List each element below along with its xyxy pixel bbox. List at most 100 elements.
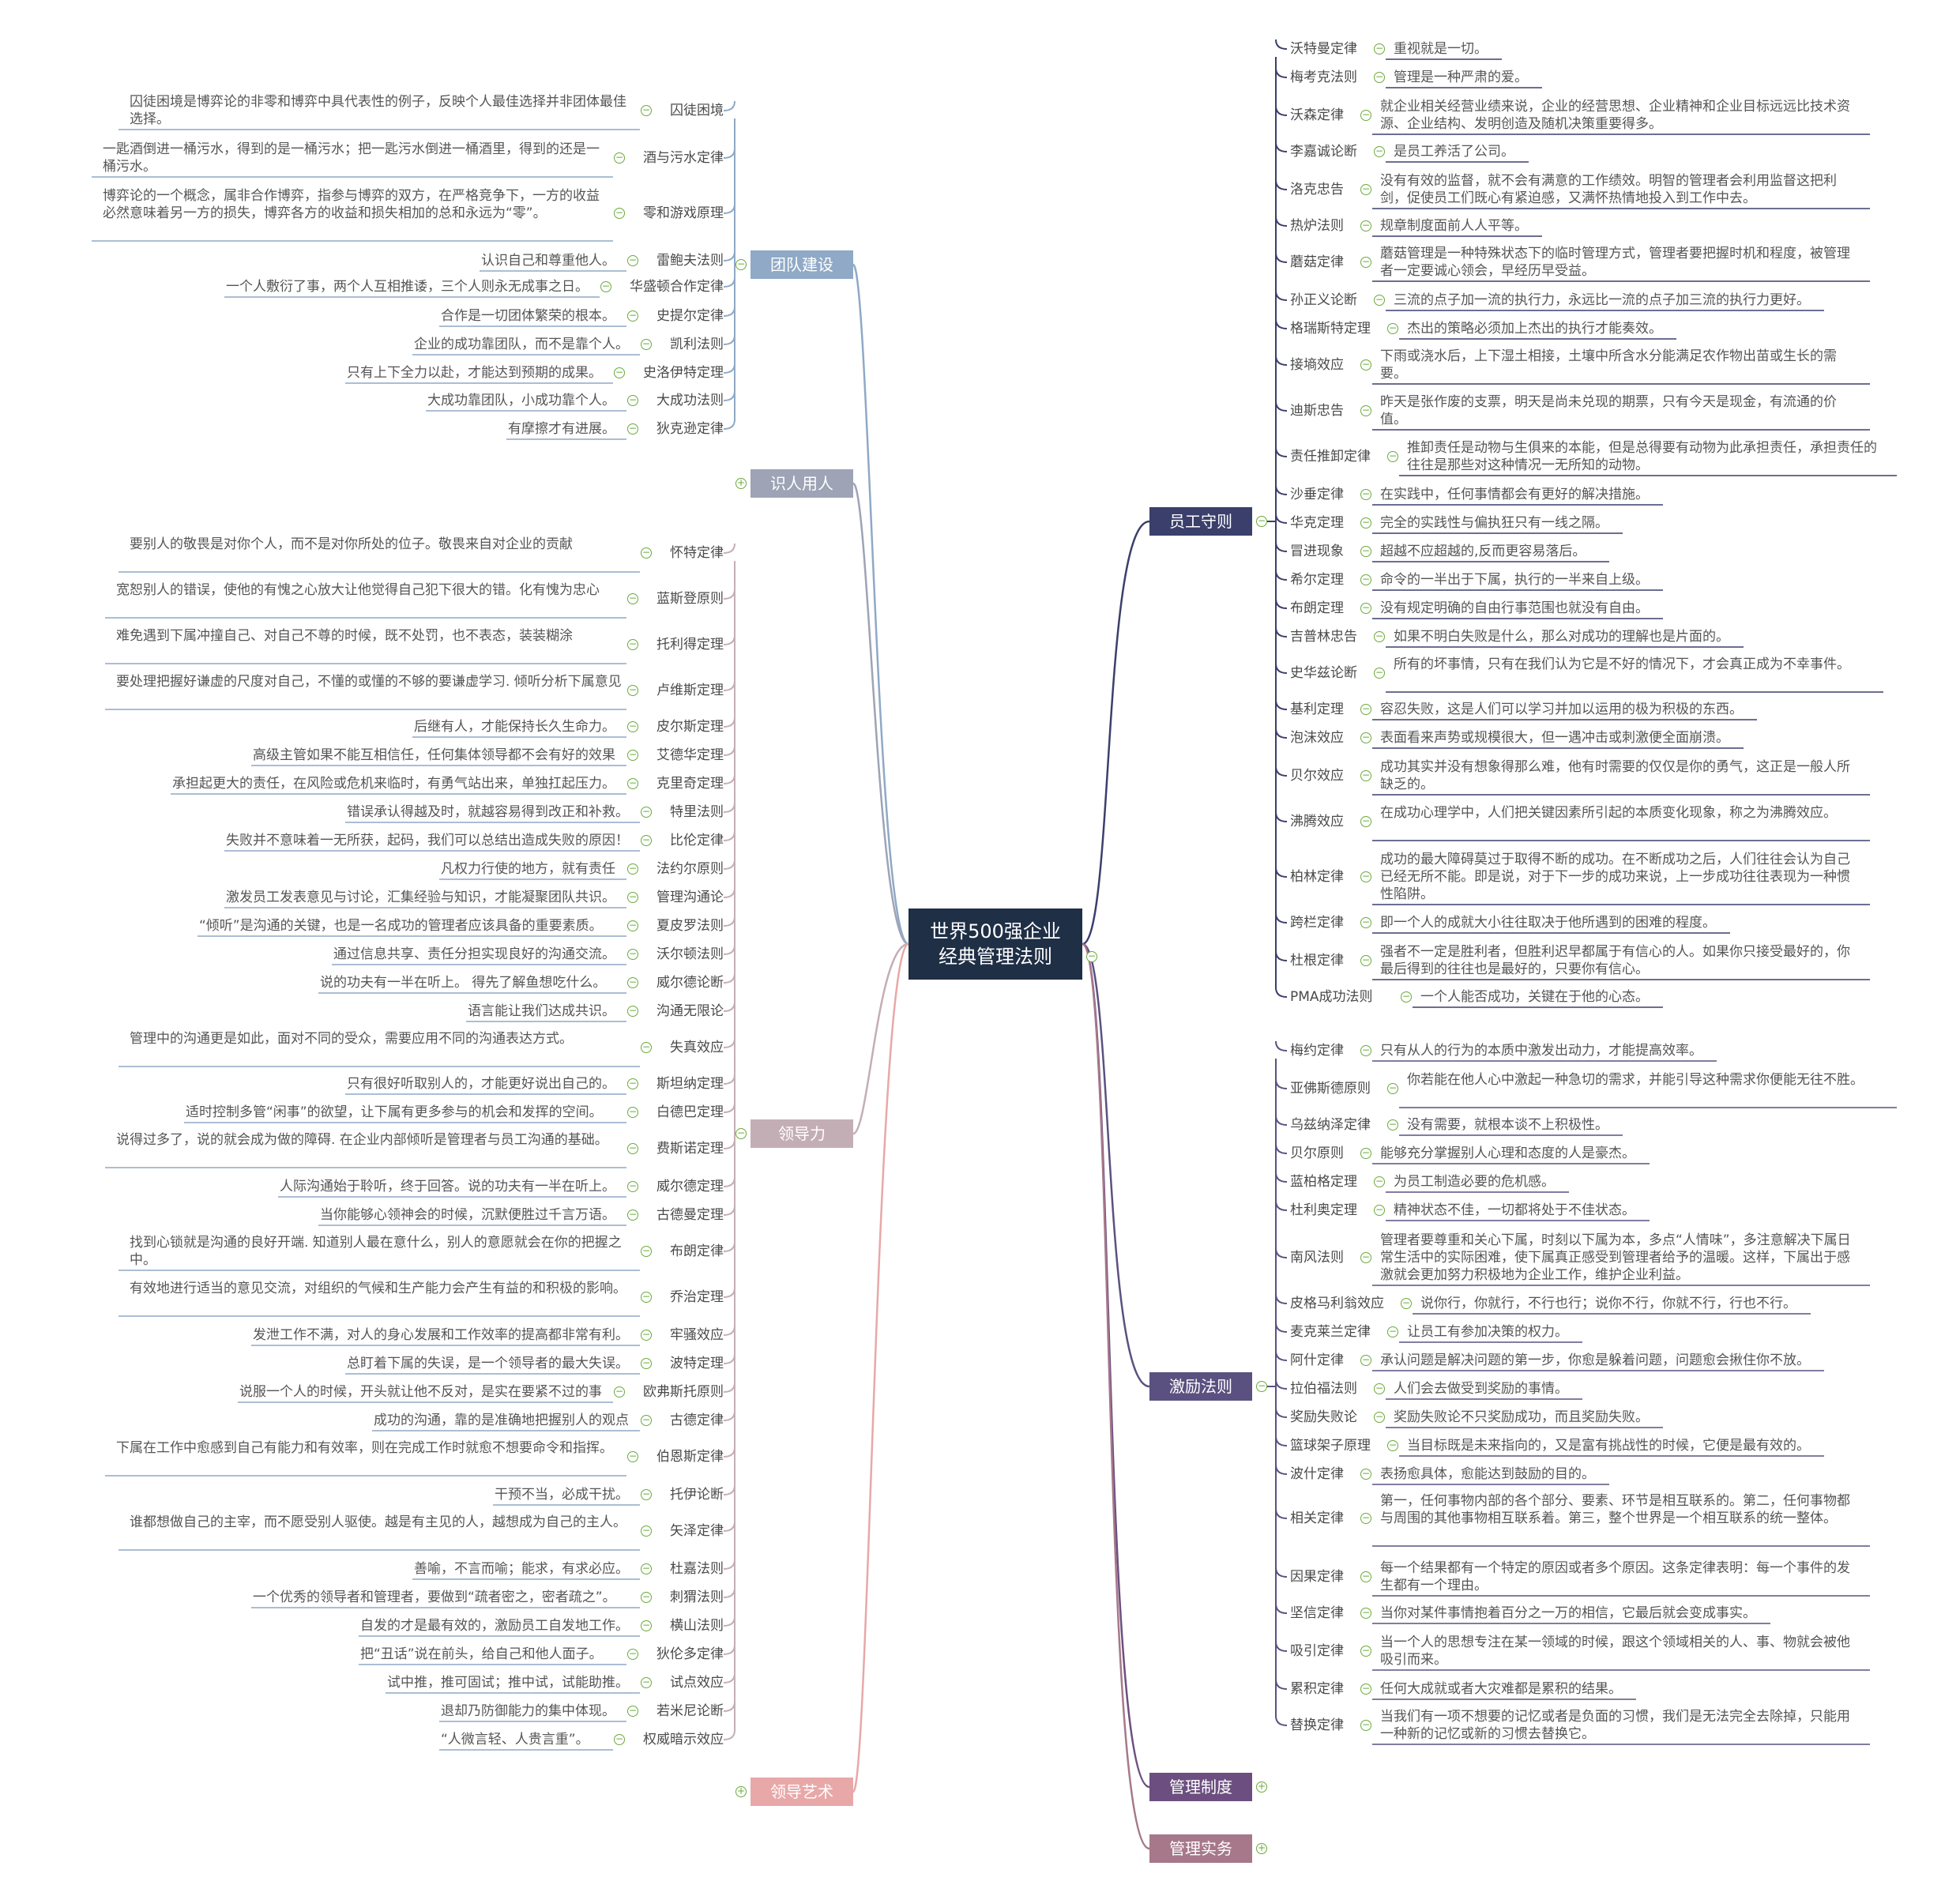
item-name[interactable]: 狄克逊定律 — [656, 421, 724, 437]
collapse-icon[interactable]: − — [627, 1209, 638, 1221]
item-name[interactable]: 刺猬法则 — [670, 1589, 724, 1605]
main-topic-left-2[interactable]: 领导力 — [751, 1119, 853, 1148]
item-name[interactable]: 比伦定律 — [670, 833, 724, 848]
collapse-icon[interactable]: − — [1360, 1468, 1371, 1480]
collapse-icon[interactable]: − — [1360, 1571, 1371, 1582]
item-name[interactable]: 沙垂定律 — [1290, 487, 1344, 502]
collapse-icon[interactable]: − — [1374, 43, 1385, 55]
item-name[interactable]: 热炉法则 — [1290, 218, 1344, 234]
item-name[interactable]: 波什定律 — [1290, 1466, 1344, 1482]
collapse-icon[interactable]: − — [1387, 1119, 1398, 1130]
collapse-icon[interactable]: − — [627, 310, 638, 322]
item-name[interactable]: 沃森定律 — [1290, 107, 1344, 123]
collapse-icon[interactable]: − — [1374, 1176, 1385, 1187]
item-name[interactable]: 沃尔顿法则 — [656, 946, 724, 962]
collapse-icon[interactable]: − — [627, 863, 638, 875]
collapse-icon[interactable]: − — [1360, 256, 1371, 268]
item-name[interactable]: 梅考克法则 — [1290, 70, 1357, 85]
collapse-icon[interactable]: − — [1387, 450, 1398, 462]
item-name[interactable]: 杜利奥定理 — [1290, 1202, 1357, 1218]
collapse-icon[interactable]: − — [627, 1180, 638, 1192]
collapse-icon[interactable]: − — [641, 1041, 652, 1053]
item-name[interactable]: 贝尔效应 — [1290, 768, 1344, 784]
collapse-icon[interactable]: − — [627, 423, 638, 435]
item-name[interactable]: 蘑菇定律 — [1290, 254, 1344, 270]
collapse-icon[interactable]: − — [614, 367, 625, 378]
item-name[interactable]: 接墒效应 — [1290, 357, 1344, 373]
collapse-icon[interactable]: − — [627, 948, 638, 960]
collapse-icon[interactable]: − — [1360, 1607, 1371, 1619]
collapse-icon[interactable]: − — [627, 254, 638, 266]
item-name[interactable]: 古德曼定理 — [656, 1207, 724, 1223]
collapse-icon[interactable]: − — [627, 394, 638, 406]
collapse-icon[interactable]: − — [1360, 1147, 1371, 1159]
item-name[interactable]: 布朗定律 — [670, 1243, 724, 1259]
collapse-icon[interactable]: − — [1374, 294, 1385, 306]
item-name[interactable]: 柏林定律 — [1290, 869, 1344, 885]
item-name[interactable]: 托伊论断 — [670, 1487, 724, 1503]
item-name[interactable]: 蓝柏格定理 — [1290, 1174, 1357, 1190]
collapse-icon[interactable]: − — [1360, 574, 1371, 585]
expand-icon[interactable]: + — [735, 1785, 747, 1797]
item-name[interactable]: 泡沫效应 — [1290, 730, 1344, 746]
collapse-icon[interactable]: − — [1374, 1204, 1385, 1216]
collapse-icon[interactable]: − — [1360, 871, 1371, 882]
item-name[interactable]: 蓝斯登原则 — [656, 591, 724, 607]
item-name[interactable]: 乔治定理 — [670, 1289, 724, 1305]
item-name[interactable]: 怀特定律 — [670, 545, 724, 561]
item-name[interactable]: 皮尔斯定理 — [656, 719, 724, 735]
item-name[interactable]: 沃特曼定律 — [1290, 41, 1357, 57]
collapse-icon[interactable]: − — [614, 152, 625, 164]
item-name[interactable]: 史洛伊特定理 — [643, 365, 724, 381]
item-name[interactable]: 亚佛斯德原则 — [1290, 1081, 1371, 1097]
collapse-icon[interactable]: − — [1360, 1645, 1371, 1657]
item-name[interactable]: 卢维斯定理 — [656, 683, 724, 698]
collapse-icon[interactable]: − — [641, 834, 652, 846]
collapse-icon[interactable]: − — [627, 1005, 638, 1017]
collapse-icon[interactable]: − — [1360, 602, 1371, 614]
item-name[interactable]: 牢骚效应 — [670, 1327, 724, 1343]
item-name[interactable]: 费斯诺定理 — [656, 1141, 724, 1157]
collapse-icon[interactable]: − — [627, 777, 638, 789]
item-name[interactable]: 失真效应 — [670, 1040, 724, 1055]
item-name[interactable]: 史华兹论断 — [1290, 665, 1357, 681]
collapse-icon[interactable]: − — [627, 749, 638, 761]
item-name[interactable]: 狄伦多定律 — [656, 1646, 724, 1662]
collapse-icon[interactable]: − — [641, 1291, 652, 1303]
collapse-icon[interactable]: − — [641, 806, 652, 818]
collapse-icon[interactable]: − — [1360, 954, 1371, 966]
collapse-icon[interactable]: − — [1360, 1044, 1371, 1056]
expand-icon[interactable]: + — [735, 477, 747, 489]
item-name[interactable]: 托利得定理 — [656, 637, 724, 653]
collapse-icon[interactable]: − — [1401, 1297, 1412, 1309]
collapse-icon[interactable]: − — [1374, 71, 1385, 83]
collapse-icon[interactable]: − — [627, 920, 638, 931]
collapse-icon[interactable]: − — [1387, 1326, 1398, 1337]
item-name[interactable]: 白德巴定理 — [656, 1104, 724, 1120]
collapse-icon[interactable]: − — [641, 1525, 652, 1537]
collapse-icon[interactable]: − — [641, 1676, 652, 1688]
item-name[interactable]: 替换定律 — [1290, 1717, 1344, 1733]
item-name[interactable]: 乌兹纳泽定律 — [1290, 1117, 1371, 1133]
collapse-icon[interactable]: − — [1256, 515, 1267, 527]
item-name[interactable]: 布朗定理 — [1290, 600, 1344, 616]
collapse-icon[interactable]: − — [614, 207, 625, 219]
item-name[interactable]: 冒进现象 — [1290, 544, 1344, 559]
collapse-icon[interactable]: − — [614, 1386, 625, 1398]
item-name[interactable]: 权威暗示效应 — [643, 1732, 724, 1747]
item-name[interactable]: 夏皮罗法则 — [656, 918, 724, 934]
collapse-icon[interactable]: − — [641, 1245, 652, 1257]
item-name[interactable]: 杜嘉法则 — [670, 1561, 724, 1577]
main-topic-right-1[interactable]: 激励法则 — [1149, 1372, 1252, 1401]
item-name[interactable]: 洛克忠告 — [1290, 182, 1344, 198]
item-name[interactable]: 雷鲍夫法则 — [656, 253, 724, 269]
collapse-icon[interactable]: − — [1374, 1411, 1385, 1423]
root-collapse-icon[interactable]: − — [1086, 950, 1097, 962]
item-name[interactable]: 因果定律 — [1290, 1569, 1344, 1585]
collapse-icon[interactable]: − — [641, 547, 652, 559]
item-name[interactable]: 李嘉诚论断 — [1290, 144, 1357, 160]
main-topic-left-1[interactable]: 识人用人 — [751, 469, 853, 498]
collapse-icon[interactable]: − — [1360, 488, 1371, 500]
collapse-icon[interactable]: − — [627, 1078, 638, 1089]
collapse-icon[interactable]: − — [1360, 732, 1371, 743]
